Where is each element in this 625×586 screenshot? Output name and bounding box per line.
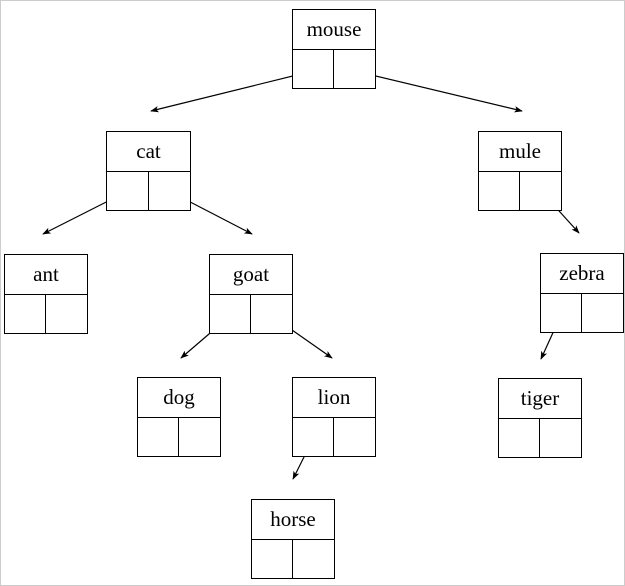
tree-node-pointers-mule bbox=[479, 172, 561, 210]
tree-node-left-pointer-mule[interactable] bbox=[479, 172, 520, 210]
tree-node-left-pointer-goat[interactable] bbox=[210, 295, 251, 333]
tree-node-cat[interactable]: cat bbox=[106, 131, 191, 211]
tree-node-left-pointer-dog[interactable] bbox=[138, 418, 179, 456]
tree-node-left-pointer-zebra[interactable] bbox=[541, 294, 582, 332]
tree-node-pointers-horse bbox=[252, 540, 334, 578]
tree-node-right-pointer-dog[interactable] bbox=[179, 418, 220, 456]
tree-node-label-mouse: mouse bbox=[293, 10, 375, 50]
tree-node-goat[interactable]: goat bbox=[209, 254, 293, 334]
tree-node-pointers-tiger bbox=[499, 419, 581, 457]
tree-node-right-pointer-zebra[interactable] bbox=[582, 294, 623, 332]
tree-node-left-pointer-lion[interactable] bbox=[293, 418, 334, 456]
tree-node-label-ant: ant bbox=[5, 255, 87, 295]
tree-node-label-tiger: tiger bbox=[499, 379, 581, 419]
tree-node-left-pointer-horse[interactable] bbox=[252, 540, 293, 578]
tree-node-right-pointer-lion[interactable] bbox=[334, 418, 375, 456]
tree-node-right-pointer-cat[interactable] bbox=[149, 172, 191, 210]
tree-node-mule[interactable]: mule bbox=[478, 131, 562, 211]
tree-node-left-pointer-cat[interactable] bbox=[107, 172, 149, 210]
tree-node-pointers-dog bbox=[138, 418, 220, 456]
tree-node-lion[interactable]: lion bbox=[292, 377, 376, 457]
tree-node-ant[interactable]: ant bbox=[4, 254, 88, 334]
tree-node-horse[interactable]: horse bbox=[251, 499, 335, 579]
tree-node-mouse[interactable]: mouse bbox=[292, 9, 376, 89]
tree-node-label-goat: goat bbox=[210, 255, 292, 295]
tree-node-pointers-lion bbox=[293, 418, 375, 456]
tree-node-pointers-mouse bbox=[293, 50, 375, 88]
tree-node-dog[interactable]: dog bbox=[137, 377, 221, 457]
tree-node-right-pointer-ant[interactable] bbox=[46, 295, 87, 333]
tree-node-right-pointer-mule[interactable] bbox=[520, 172, 561, 210]
tree-node-label-mule: mule bbox=[479, 132, 561, 172]
tree-node-label-horse: horse bbox=[252, 500, 334, 540]
tree-node-pointers-goat bbox=[210, 295, 292, 333]
tree-node-tiger[interactable]: tiger bbox=[498, 378, 582, 458]
tree-node-pointers-zebra bbox=[541, 294, 623, 332]
tree-node-pointers-cat bbox=[107, 172, 190, 210]
tree-node-left-pointer-mouse[interactable] bbox=[293, 50, 334, 88]
tree-node-right-pointer-goat[interactable] bbox=[251, 295, 292, 333]
tree-edge-mouse-left-to-cat bbox=[150, 70, 314, 113]
tree-node-label-cat: cat bbox=[107, 132, 190, 172]
tree-node-label-lion: lion bbox=[293, 378, 375, 418]
tree-node-left-pointer-ant[interactable] bbox=[5, 295, 46, 333]
tree-node-left-pointer-tiger[interactable] bbox=[499, 419, 540, 457]
tree-edge-mouse-right-to-mule bbox=[354, 70, 523, 113]
tree-node-label-zebra: zebra bbox=[541, 254, 623, 294]
tree-node-pointers-ant bbox=[5, 295, 87, 333]
tree-node-label-dog: dog bbox=[138, 378, 220, 418]
tree-node-right-pointer-mouse[interactable] bbox=[334, 50, 375, 88]
tree-node-right-pointer-horse[interactable] bbox=[293, 540, 334, 578]
tree-node-right-pointer-tiger[interactable] bbox=[540, 419, 581, 457]
tree-node-zebra[interactable]: zebra bbox=[540, 253, 624, 333]
